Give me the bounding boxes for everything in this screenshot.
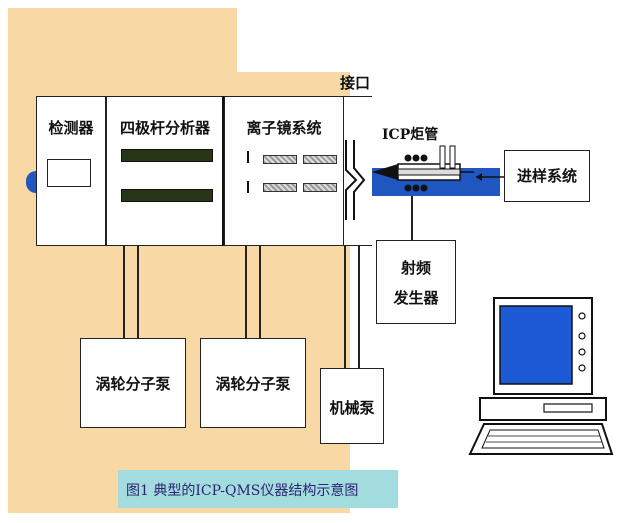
turbo1-connector-right	[137, 246, 139, 338]
turbo-pump-1: 涡轮分子泵	[80, 338, 186, 428]
caption-text: 图1 典型的ICP-QMS仪器结构示意图	[126, 483, 359, 499]
turbo2-connector-left	[245, 246, 247, 338]
quadrupole-compartment: 四极杆分析器	[106, 96, 224, 246]
detector-window	[47, 159, 91, 187]
sampling-system-box: 进样系统	[504, 150, 590, 202]
mechanical-pump: 机械泵	[320, 368, 384, 444]
interface-region	[344, 96, 372, 246]
computer-icon	[468, 297, 614, 455]
turbo-pump-2-label: 涡轮分子泵	[215, 375, 291, 393]
mech-connector-left	[344, 246, 346, 368]
caption-box: 图1 典型的ICP-QMS仪器结构示意图	[118, 470, 398, 508]
lens-plate-2	[303, 155, 337, 164]
rf-generator-label-line1: 射频	[400, 259, 431, 277]
lens-plate-3	[263, 183, 297, 192]
sampling-arrow	[476, 173, 504, 181]
sampling-system-label: 进样系统	[516, 167, 577, 185]
lens-tick-top	[247, 151, 249, 163]
turbo-pump-2: 涡轮分子泵	[200, 338, 306, 428]
torch-label: ICP炬管	[382, 127, 439, 143]
turbo-pump-1-label: 涡轮分子泵	[95, 375, 171, 393]
detector-label: 检测器	[48, 119, 94, 137]
detector-compartment: 检测器	[36, 96, 106, 246]
rf-generator-box: 射频 发生器	[376, 240, 456, 324]
turbo2-connector-right	[259, 246, 261, 338]
turbo1-connector-left	[123, 246, 125, 338]
plasma-torch-icon	[372, 145, 474, 192]
sampler-cone-icon	[345, 140, 366, 220]
mechanical-pump-label: 机械泵	[329, 399, 375, 417]
ion-lens-label: 离子镜系统	[246, 119, 322, 137]
interface-label: 接口	[340, 74, 371, 92]
lens-plate-4	[303, 183, 337, 192]
rf-connector	[411, 196, 413, 240]
rf-generator-label-line2: 发生器	[393, 289, 439, 307]
lens-tick-bottom	[247, 181, 249, 193]
mech-connector-right	[358, 246, 360, 368]
ion-lens-compartment: 离子镜系统	[224, 96, 344, 246]
quadrupole-label: 四极杆分析器	[119, 119, 210, 137]
quad-rod-bottom	[121, 189, 213, 202]
quad-rod-top	[121, 149, 213, 162]
lens-plate-1	[263, 155, 297, 164]
